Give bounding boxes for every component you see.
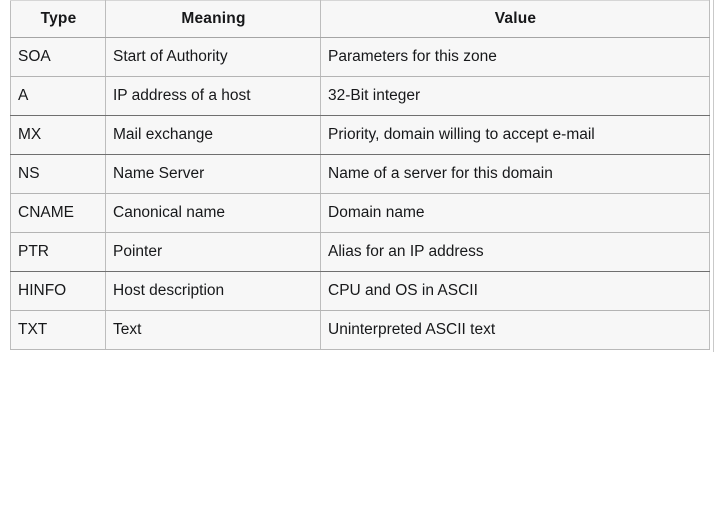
cell-value: Parameters for this zone [320, 37, 710, 77]
table-body: SOA Start of Authority Parameters for th… [10, 37, 710, 350]
cell-value: Domain name [320, 193, 710, 233]
table-row: MX Mail exchange Priority, domain willin… [10, 115, 710, 155]
table-row: CNAME Canonical name Domain name [10, 193, 710, 233]
cell-value: 32-Bit integer [320, 76, 710, 116]
cell-type: SOA [10, 37, 106, 77]
cell-meaning: IP address of a host [105, 76, 321, 116]
dns-record-types-table: Type Meaning Value SOA Start of Authorit… [10, 0, 710, 350]
cell-meaning: Canonical name [105, 193, 321, 233]
cell-value: Name of a server for this domain [320, 154, 710, 194]
column-header-type: Type [10, 0, 106, 38]
cell-value: Uninterpreted ASCII text [320, 310, 710, 350]
cell-value: Alias for an IP address [320, 232, 710, 272]
cell-type: TXT [10, 310, 106, 350]
column-header-meaning: Meaning [105, 0, 321, 38]
cell-meaning: Text [105, 310, 321, 350]
table-row: PTR Pointer Alias for an IP address [10, 232, 710, 272]
cell-meaning: Name Server [105, 154, 321, 194]
table-row: A IP address of a host 32-Bit integer [10, 76, 710, 116]
cell-type: CNAME [10, 193, 106, 233]
cell-meaning: Mail exchange [105, 115, 321, 155]
cell-type: PTR [10, 232, 106, 272]
table-header: Type Meaning Value [10, 0, 710, 38]
table-row: HINFO Host description CPU and OS in ASC… [10, 271, 710, 311]
cell-value: Priority, domain willing to accept e-mai… [320, 115, 710, 155]
cell-type: HINFO [10, 271, 106, 311]
cell-type: A [10, 76, 106, 116]
cell-meaning: Host description [105, 271, 321, 311]
table-row: NS Name Server Name of a server for this… [10, 154, 710, 194]
cell-value: CPU and OS in ASCII [320, 271, 710, 311]
cell-type: NS [10, 154, 106, 194]
table-row: TXT Text Uninterpreted ASCII text [10, 310, 710, 350]
table-header-row: Type Meaning Value [10, 0, 710, 38]
cell-type: MX [10, 115, 106, 155]
cell-meaning: Pointer [105, 232, 321, 272]
right-margin-rule [713, 0, 714, 352]
table-row: SOA Start of Authority Parameters for th… [10, 37, 710, 77]
cell-meaning: Start of Authority [105, 37, 321, 77]
column-header-value: Value [320, 0, 710, 38]
